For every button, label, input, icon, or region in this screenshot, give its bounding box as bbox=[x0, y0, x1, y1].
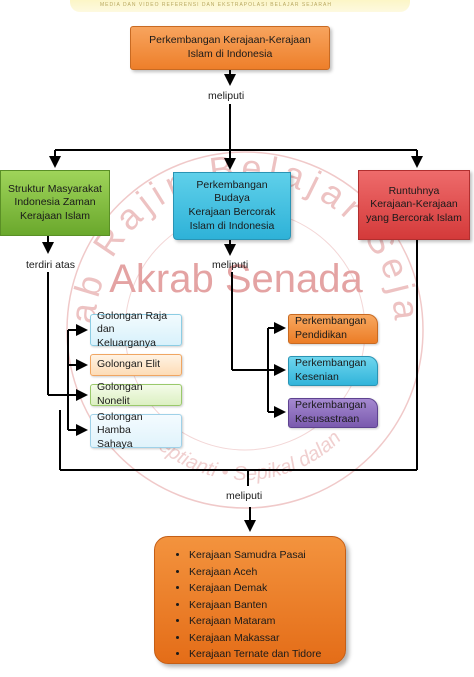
golongan-nonelit-label: Golongan Nonelit bbox=[97, 381, 143, 407]
pendidikan-line-1: Perkembangan bbox=[295, 315, 367, 328]
budaya-line-2: Budaya bbox=[214, 192, 250, 205]
connector-label-meliputi-top: meliputi bbox=[208, 90, 245, 102]
kerajaan-list-box: Kerajaan Samudra Pasai Kerajaan Aceh Ker… bbox=[154, 536, 346, 664]
list-item: Kerajaan Demak bbox=[189, 580, 333, 597]
perkembangan-budaya-box: Perkembangan Budaya Kerajaan Bercorak Is… bbox=[173, 172, 291, 240]
header-strip-text: MEDIA DAN VIDEO REFERENSI DAN EKSTRAPOLA… bbox=[100, 2, 332, 8]
header-strip bbox=[70, 0, 410, 12]
list-item: Kerajaan Aceh bbox=[189, 564, 333, 581]
struktur-line-1: Struktur Masyarakat bbox=[8, 182, 102, 195]
kesusastraan-line-1: Perkembangan bbox=[295, 399, 367, 412]
connector-label-meliputi-bottom: meliputi bbox=[226, 490, 263, 502]
main-topic-line-1: Perkembangan Kerajaan-Kerajaan bbox=[149, 34, 311, 47]
connector-label-terdiri-atas: terdiri atas bbox=[26, 259, 76, 271]
budaya-line-3: Kerajaan Bercorak bbox=[188, 206, 276, 218]
struktur-masyarakat-box: Struktur Masyarakat Indonesia Zaman Kera… bbox=[0, 170, 110, 236]
perkembangan-kesusastraan-box: Perkembangan Kesusastraan bbox=[288, 398, 378, 428]
golongan-nonelit-box: Golongan Nonelit bbox=[90, 381, 182, 407]
golongan-hamba-box: Golongan Hamba Sahaya bbox=[90, 410, 182, 450]
budaya-line-1: Perkembangan bbox=[196, 178, 268, 191]
golongan-hamba-line-1: Golongan Hamba bbox=[97, 410, 143, 437]
struktur-line-3: Kerajaan Islam bbox=[19, 209, 91, 222]
main-topic-line-2: Islam di Indonesia bbox=[187, 48, 273, 60]
golongan-raja-line-2: dan Keluarganya bbox=[97, 323, 156, 349]
list-item: Kerajaan Mataram bbox=[189, 613, 333, 630]
kesenian-line-2: Kesenian bbox=[295, 371, 339, 383]
runtuhnya-line-1: Runtuhnya bbox=[388, 184, 440, 197]
kesusastraan-line-2: Kesusastraan bbox=[295, 413, 360, 425]
budaya-line-4: Islam di Indonesia bbox=[189, 219, 275, 232]
golongan-elit-box: Golongan Elit bbox=[90, 354, 182, 376]
list-item: Kerajaan Samudra Pasai bbox=[189, 547, 333, 564]
runtuhnya-line-3: yang Bercorak Islam bbox=[366, 211, 462, 224]
runtuhnya-kerajaan-box: Runtuhnya Kerajaan-Kerajaan yang Bercora… bbox=[358, 170, 470, 240]
runtuhnya-line-2: Kerajaan-Kerajaan bbox=[370, 198, 458, 211]
list-item: Kerajaan Ternate dan Tidore bbox=[189, 646, 333, 663]
main-topic-box: Perkembangan Kerajaan-Kerajaan Islam di … bbox=[130, 26, 330, 70]
pendidikan-line-2: Pendidikan bbox=[295, 329, 347, 341]
struktur-line-2: Indonesia Zaman bbox=[14, 196, 96, 209]
golongan-elit-label: Golongan Elit bbox=[97, 358, 161, 371]
list-item: Kerajaan Banten bbox=[189, 597, 333, 614]
golongan-raja-box: Golongan Raja dan Keluarganya bbox=[90, 310, 182, 349]
perkembangan-kesenian-box: Perkembangan Kesenian bbox=[288, 356, 378, 386]
list-item: Kerajaan Makassar bbox=[189, 630, 333, 647]
kerajaan-list: Kerajaan Samudra Pasai Kerajaan Aceh Ker… bbox=[171, 547, 333, 663]
perkembangan-pendidikan-box: Perkembangan Pendidikan bbox=[288, 314, 378, 344]
kesenian-line-1: Perkembangan bbox=[295, 357, 367, 370]
connector-label-meliputi-center: meliputi bbox=[212, 259, 249, 271]
golongan-hamba-line-2: Sahaya bbox=[97, 437, 133, 450]
golongan-raja-line-1: Golongan Raja bbox=[97, 309, 168, 322]
